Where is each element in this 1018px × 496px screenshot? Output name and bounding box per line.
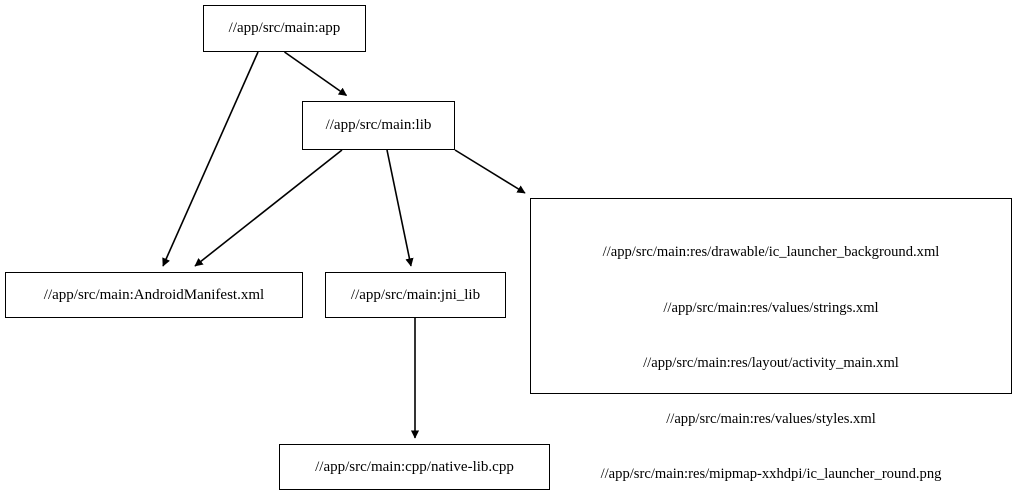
edge-lib-to-manifest: [194, 149, 343, 267]
resource-line-3: //app/src/main:res/layout/activity_main.…: [643, 355, 899, 371]
resource-line-2: //app/src/main:res/values/strings.xml: [663, 299, 879, 316]
resource-line-4: //app/src/main:res/values/styles.xml: [666, 410, 876, 427]
node-resources-group[interactable]: //app/src/main:res/drawable/ic_launcher_…: [530, 198, 1012, 482]
node-lib-label: //app/src/main:lib: [325, 117, 432, 133]
node-jni-lib[interactable]: //app/src/main:jni_lib: [325, 272, 506, 318]
edge-lib-to-jni-lib: [386, 149, 414, 267]
node-native-lib-cpp-label: //app/src/main:cpp/native-lib.cpp: [315, 458, 514, 475]
node-native-lib-cpp[interactable]: //app/src/main:cpp/native-lib.cpp: [279, 444, 550, 490]
edge-app-to-lib: [284, 51, 348, 97]
node-android-manifest-label: //app/src/main:AndroidManifest.xml: [43, 286, 265, 303]
node-android-manifest[interactable]: //app/src/main:AndroidManifest.xml: [5, 272, 303, 318]
edge-lib-to-resources: [454, 149, 526, 194]
node-app[interactable]: //app/src/main:app: [203, 5, 366, 52]
node-jni-lib-label: //app/src/main:jni_lib: [350, 286, 481, 303]
resource-line-5: //app/src/main:res/mipmap-xxhdpi/ic_laun…: [600, 466, 942, 482]
node-app-label: //app/src/main:app: [228, 20, 341, 36]
edge-app-to-manifest: [162, 51, 259, 267]
node-lib[interactable]: //app/src/main:lib: [302, 101, 455, 150]
resource-line-1: //app/src/main:res/drawable/ic_launcher_…: [602, 244, 940, 260]
